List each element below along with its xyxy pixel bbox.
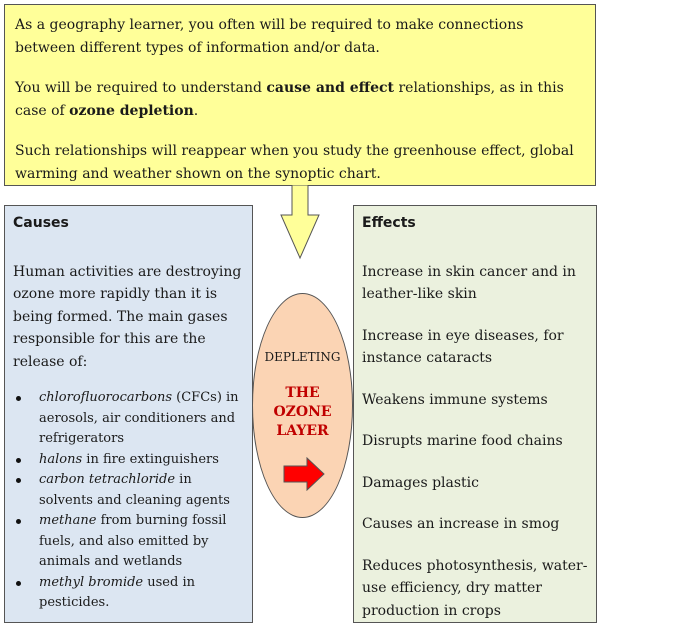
intro-p2-mid: relationships, as in this case of bbox=[15, 80, 564, 119]
intro-p2-after: . bbox=[193, 102, 199, 119]
effect-item: Causes an increase in smog bbox=[362, 516, 560, 532]
depleting-label: DEPLETING bbox=[264, 350, 341, 364]
cause-desc: (CFCs) in aerosols, air conditioners and… bbox=[39, 390, 239, 446]
cause-item: methane from burning fossil fuels, and a… bbox=[13, 511, 244, 573]
effect-item: Reduces photosynthesis, water-use effici… bbox=[362, 557, 588, 619]
intro-paragraph-1: As a geography learner, you often will b… bbox=[15, 17, 524, 56]
effects-list: Increase in skin cancer and in leather-l… bbox=[362, 261, 588, 623]
intro-p2-bold-ozone: ozone depletion bbox=[69, 102, 194, 119]
intro-p2-bold-cause-effect: cause and effect bbox=[266, 80, 395, 96]
cause-term: methyl bromide bbox=[39, 574, 144, 590]
causes-title: Causes bbox=[13, 215, 69, 231]
effects-title: Effects bbox=[362, 215, 416, 231]
cause-desc: in solvents and cleaning agents bbox=[39, 472, 230, 508]
cause-term: methane bbox=[39, 513, 97, 528]
cause-item: carbon tetrachloride in solvents and cle… bbox=[13, 470, 244, 511]
cause-item: halons in fire extinguishers bbox=[13, 450, 244, 471]
cause-item: methyl bromide used in pesticides. bbox=[13, 573, 244, 614]
intro-box: As a geography learner, you often will b… bbox=[4, 4, 596, 186]
ozone-line-3: LAYER bbox=[276, 423, 329, 439]
effect-item: Increase in skin cancer and in leather-l… bbox=[362, 263, 576, 303]
ozone-line-1: THE bbox=[285, 385, 320, 401]
effect-item: Weakens immune systems bbox=[362, 391, 548, 408]
causes-body: Human activities are destroying ozone mo… bbox=[13, 263, 242, 370]
ozone-oval: DEPLETING THE OZONE LAYER bbox=[252, 293, 353, 518]
intro-paragraph-2: You will be required to understand cause… bbox=[15, 77, 585, 122]
effect-item: Damages plastic bbox=[362, 474, 479, 491]
cause-term: carbon tetrachloride bbox=[39, 472, 176, 487]
effects-panel: Effects Increase in skin cancer and in l… bbox=[353, 205, 597, 623]
cause-desc: from burning fossil fuels, and also emit… bbox=[39, 513, 227, 569]
right-arrow-icon bbox=[283, 457, 325, 491]
cause-term: halons bbox=[39, 451, 83, 467]
ozone-layer-label: THE OZONE LAYER bbox=[253, 384, 352, 441]
cause-item: chlorofluorocarbons (CFCs) in aerosols, … bbox=[13, 388, 244, 450]
intro-p2-before: You will be required to understand bbox=[15, 80, 267, 96]
intro-paragraph-3: Such relationships will reappear when yo… bbox=[15, 143, 574, 182]
down-arrow-icon bbox=[280, 185, 320, 260]
effect-item: Disrupts marine food chains bbox=[362, 433, 563, 449]
effect-item: Increase in eye diseases, for instance c… bbox=[362, 327, 564, 367]
cause-desc: in fire extinguishers bbox=[82, 451, 219, 467]
causes-list: chlorofluorocarbons (CFCs) in aerosols, … bbox=[13, 388, 244, 614]
cause-desc: used in pesticides. bbox=[39, 574, 195, 611]
causes-panel: Causes Human activities are destroying o… bbox=[4, 205, 253, 623]
ozone-line-2: OZONE bbox=[273, 404, 332, 420]
cause-term: chlorofluorocarbons bbox=[39, 390, 173, 405]
